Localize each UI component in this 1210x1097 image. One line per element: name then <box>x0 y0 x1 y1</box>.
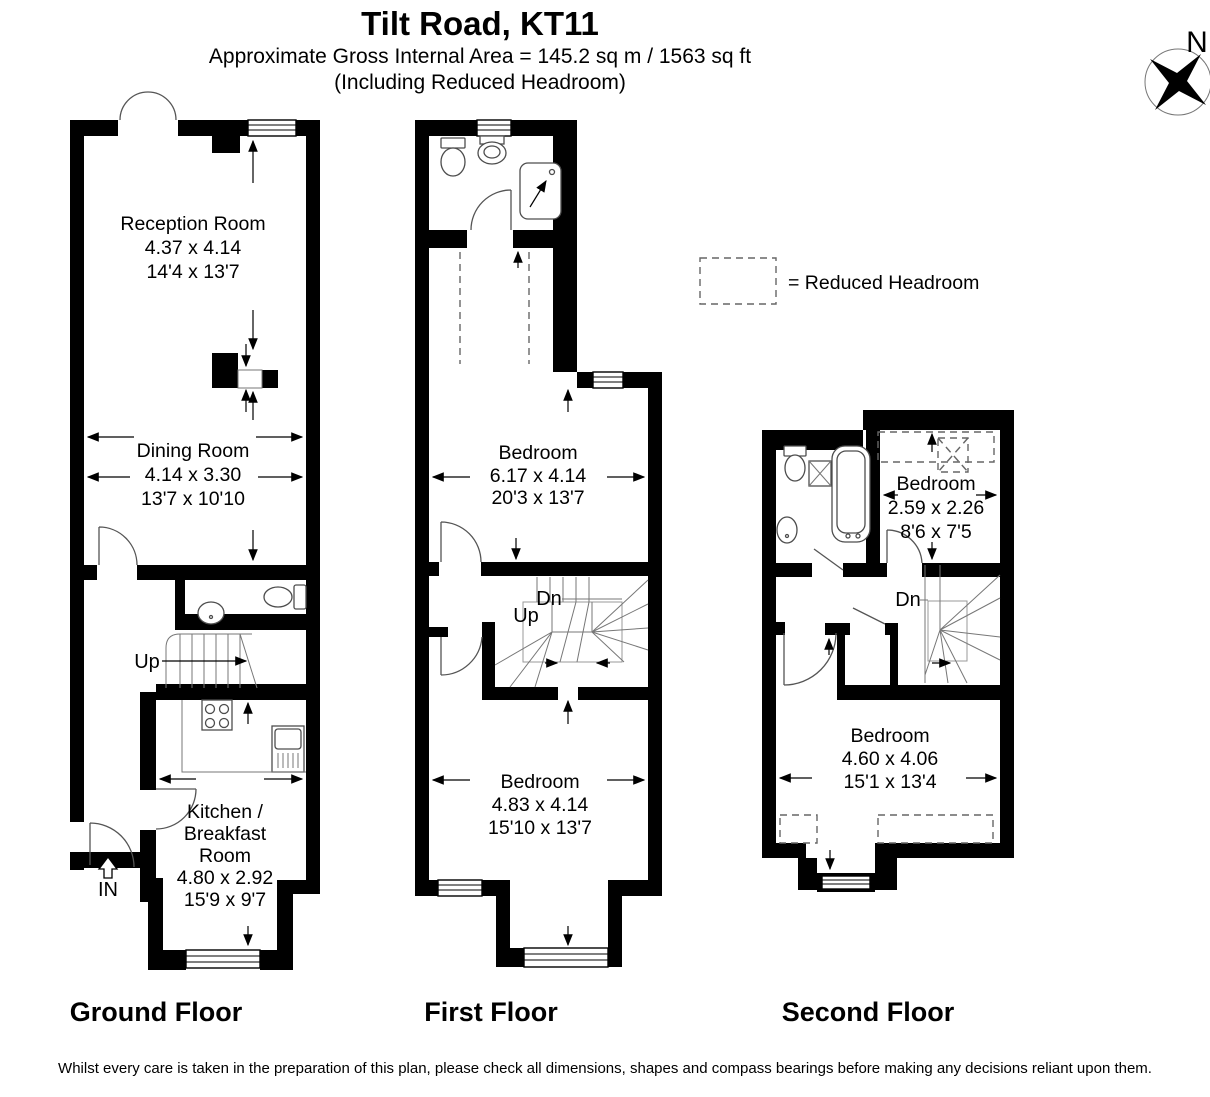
kitchen-name-3: Room <box>199 845 251 867</box>
first-floor-room-labels: Bedroom 6.17 x 4.14 20'3 x 13'7 Bedroom … <box>488 442 592 839</box>
sf-bedroom-main-imperial: 15'1 x 13'4 <box>843 771 936 793</box>
second-floor-plan: Bedroom 2.59 x 2.26 8'6 x 7'5 Bedroom 4.… <box>762 410 1014 892</box>
ground-floor-label: Ground Floor <box>69 997 243 1027</box>
ff-toilet-icon <box>440 147 466 177</box>
entrance-door-arc <box>89 822 135 868</box>
sf-landing-door-arc <box>783 632 837 686</box>
reception-room-imperial: 14'4 x 13'7 <box>146 261 239 283</box>
legend-label: = Reduced Headroom <box>788 272 979 294</box>
bathroom-door-arc <box>470 189 512 231</box>
including-headroom-line: (Including Reduced Headroom) <box>334 71 626 94</box>
kitchen-metric: 4.80 x 2.92 <box>177 867 274 889</box>
ground-floor-dimension-arrows <box>86 139 304 947</box>
kitchen-door-arc <box>155 788 197 830</box>
second-floor-reduced-headroom <box>779 431 995 844</box>
sf-bedroom-main-metric: 4.60 x 4.06 <box>842 748 939 770</box>
ground-floor-walls <box>70 120 320 970</box>
kitchen-name-2: Breakfast <box>184 823 267 845</box>
reception-room-name: Reception Room <box>120 213 265 235</box>
ground-floor-doors <box>89 91 197 868</box>
first-floor-label: First Floor <box>424 997 558 1027</box>
reduced-headroom-area-right <box>877 814 994 844</box>
second-floor-room-labels: Bedroom 2.59 x 2.26 8'6 x 7'5 Bedroom 4.… <box>842 473 985 793</box>
reception-room-metric: 4.37 x 4.14 <box>145 237 242 259</box>
dining-room-name: Dining Room <box>137 440 250 462</box>
sf-bedroom-small-metric: 2.59 x 2.26 <box>888 497 985 519</box>
first-floor-fixtures <box>440 135 562 364</box>
gf-up-label: Up <box>134 651 160 673</box>
reduced-headroom-area-top <box>877 431 995 463</box>
second-floor-doors <box>783 529 923 686</box>
sf-dn-label: Dn <box>895 589 921 611</box>
legend: = Reduced Headroom <box>699 257 979 305</box>
first-floor-plan: Bedroom 6.17 x 4.14 20'3 x 13'7 Bedroom … <box>415 119 662 968</box>
ff-bedroom-front-name: Bedroom <box>498 442 577 464</box>
ground-floor-room-labels: Reception Room 4.37 x 4.14 14'4 x 13'7 D… <box>98 213 273 911</box>
ff-up-label: Up <box>513 605 539 627</box>
ff-bedroom-back-name: Bedroom <box>500 771 579 793</box>
dining-door-arc <box>98 526 138 566</box>
ff-dn-label: Dn <box>536 588 562 610</box>
second-floor-fixtures <box>776 445 871 544</box>
entrance-in-arrow-icon <box>97 855 119 879</box>
wc-toilet-icon <box>263 586 293 608</box>
reduced-headroom-area-left <box>779 814 818 844</box>
ff-cistern-icon <box>440 137 466 149</box>
header: Tilt Road, KT11 Approximate Gross Intern… <box>90 4 870 96</box>
second-floor-dimension-arrows <box>778 432 998 871</box>
first-floor-dimension-arrows <box>431 250 646 947</box>
second-floor-stairs <box>920 565 1001 684</box>
ff-bedroom-front-metric: 6.17 x 4.14 <box>490 465 587 487</box>
gf-in-label: IN <box>98 879 118 901</box>
dining-room-metric: 4.14 x 3.30 <box>145 464 242 486</box>
first-floor-doors <box>440 189 512 676</box>
front-bedroom-door-arc <box>440 521 482 563</box>
wc-basin-icon <box>197 601 225 625</box>
second-floor-windows <box>821 875 871 890</box>
disclaimer-text: Whilst every care is taken in the prepar… <box>58 1060 1152 1077</box>
compass-north-label: N <box>1186 26 1208 59</box>
ff-bedroom-back-imperial: 15'10 x 13'7 <box>488 817 592 839</box>
first-floor-stairs <box>494 577 649 688</box>
french-door-arc-right <box>147 91 177 121</box>
chimney-opening <box>237 369 263 389</box>
first-floor-walls <box>415 120 662 967</box>
ground-floor-windows <box>185 119 297 969</box>
second-floor-walls <box>762 410 1014 892</box>
skylight-icon <box>937 437 969 473</box>
wc-cistern-icon <box>293 584 307 610</box>
compass-star-icon <box>1150 54 1206 110</box>
page-title: Tilt Road, KT11 <box>361 5 599 42</box>
sf-toilet-icon <box>784 454 806 482</box>
gross-area-line: Approximate Gross Internal Area = 145.2 … <box>208 45 752 68</box>
dining-room-imperial: 13'7 x 10'10 <box>141 488 245 510</box>
sf-bathroom-door-leaf <box>813 548 844 571</box>
second-floor-label: Second Floor <box>781 997 955 1027</box>
ff-bedroom-front-imperial: 20'3 x 13'7 <box>491 487 584 509</box>
sf-bedroom-main-name: Bedroom <box>850 725 929 747</box>
first-floor-windows <box>437 119 624 968</box>
kitchen-name-1: Kitchen / <box>187 801 263 823</box>
sf-bedroom-door-arc <box>886 529 923 564</box>
ground-floor-fixtures <box>181 369 307 773</box>
ground-floor-stairs <box>162 633 258 689</box>
landing-door-arc <box>440 636 483 676</box>
sf-bedroom-small-imperial: 8'6 x 7'5 <box>900 521 972 543</box>
compass-rose: N <box>1144 26 1210 116</box>
ff-bedroom-back-metric: 4.83 x 4.14 <box>492 794 589 816</box>
sf-bedroom-small-name: Bedroom <box>896 473 975 495</box>
french-door-arc-left <box>119 91 149 121</box>
reduced-headroom-swatch <box>699 257 777 305</box>
kitchen-imperial: 15'9 x 9'7 <box>184 889 266 911</box>
sf-closet-door-leaf <box>852 607 886 625</box>
ground-floor-plan: Reception Room 4.37 x 4.14 14'4 x 13'7 D… <box>70 91 320 970</box>
sf-basin-icon <box>776 516 798 544</box>
